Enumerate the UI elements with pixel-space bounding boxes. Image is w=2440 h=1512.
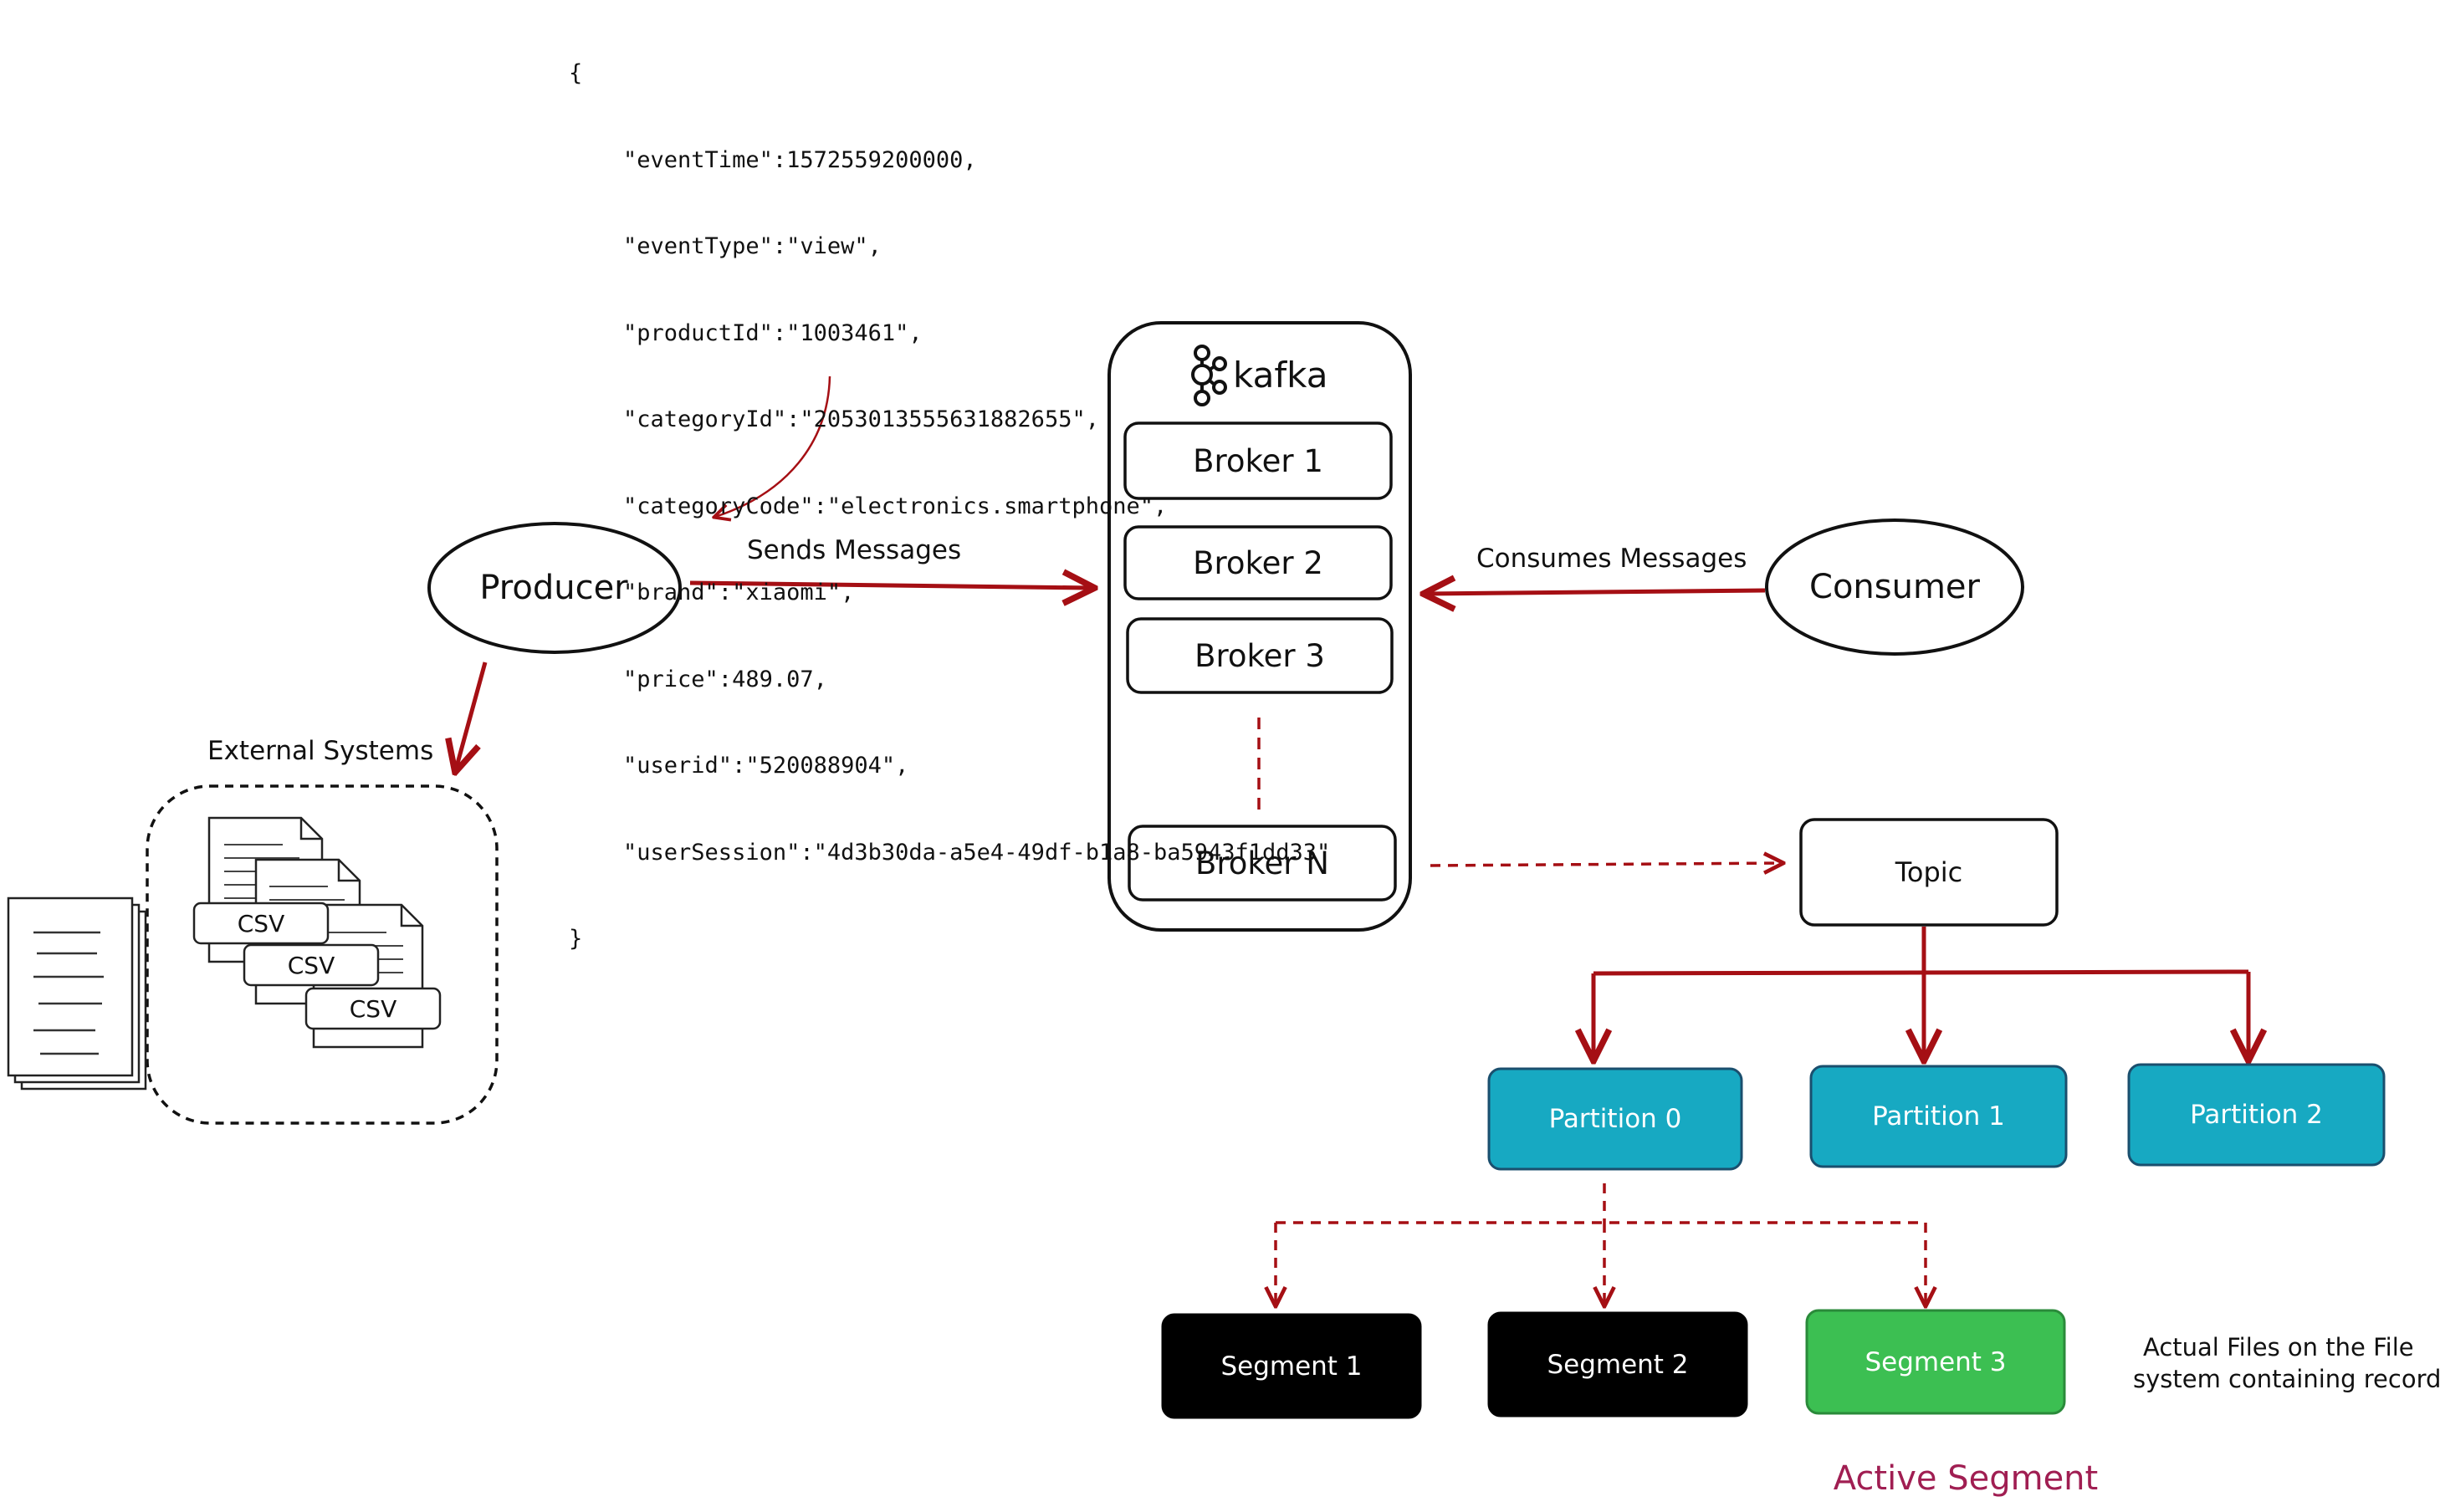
producer-node-shape: [427, 522, 682, 654]
json-line: "userid":"520088904",: [569, 753, 909, 779]
json-line: }: [569, 926, 583, 952]
json-line: "userSession":"4d3b30da-a5e4-49df-b1a8-b…: [569, 839, 1331, 866]
segment-2-box: [1487, 1311, 1748, 1418]
broker-2-box: [1123, 525, 1393, 600]
json-line: "productId":"1003461",: [569, 319, 923, 346]
topic-label: Topic: [1895, 856, 1963, 888]
consumes-messages-arrow: [1426, 590, 1766, 594]
segment-3-box: [1805, 1309, 2066, 1415]
broker-3-box: [1126, 617, 1394, 694]
topic-to-partitions-arrows: [1593, 927, 2248, 1058]
consumer-label: Consumer: [1809, 568, 1980, 606]
json-line: {: [569, 60, 583, 86]
broker-2-label: Broker 2: [1193, 544, 1323, 581]
broker-n-label: Broker N: [1195, 845, 1329, 881]
consumer-node-shape: [1765, 518, 2024, 656]
segment-3-label: Segment 3: [1865, 1346, 2007, 1377]
broker-1-label: Broker 1: [1193, 442, 1323, 479]
json-line: "categoryCode":"electronics.smartphone",: [569, 493, 1168, 519]
sends-messages-arrow: [689, 583, 1092, 588]
broker-to-topic-arrow: [1430, 863, 1782, 866]
broker-n-box: [1128, 825, 1397, 902]
topic-box: [1799, 818, 2059, 927]
partition-0-box: [1487, 1067, 1743, 1171]
partition-1-label: Partition 1: [1872, 1101, 2005, 1131]
json-to-producer-arrow: [715, 375, 831, 517]
json-line: "categoryId":"2053013555631882655",: [569, 406, 1099, 432]
partition-2-box: [2127, 1063, 2386, 1167]
csv-label: CSV: [237, 909, 285, 937]
partition-2-label: Partition 2: [2190, 1100, 2323, 1130]
partition-1-box: [1809, 1065, 2068, 1168]
json-line: "eventTime":1572559200000,: [569, 146, 977, 173]
csv-label: CSV: [287, 951, 335, 979]
document-stack-icon: [7, 896, 147, 1091]
external-systems-label: External Systems: [207, 736, 434, 766]
kafka-logo-icon: [1191, 345, 1227, 406]
consumes-messages-label: Consumes Messages: [1476, 544, 1747, 574]
csv-label: CSV: [349, 994, 397, 1023]
producer-to-external-arrow: [456, 662, 488, 769]
segment-1-box: [1161, 1313, 1422, 1419]
segment-files-note-line-1: Actual Files on the File: [2143, 1333, 2414, 1361]
json-line: "eventType":"view",: [569, 233, 882, 259]
segment-files-note-line-2: system containing records: [2133, 1365, 2440, 1393]
segment-2-label: Segment 2: [1547, 1349, 1689, 1380]
json-line: "brand":"xiaomi",: [569, 580, 855, 605]
partition-to-segments-arrows: [1276, 1183, 1926, 1305]
producer-label: Producer: [479, 569, 628, 607]
sends-messages-label: Sends Messages: [747, 535, 962, 565]
csv-file-icons: [192, 816, 442, 1049]
partition-0-label: Partition 0: [1548, 1104, 1682, 1134]
json-line: "price":489.07,: [569, 666, 827, 692]
broker-1-box: [1123, 421, 1393, 500]
active-segment-label: Active Segment: [1833, 1459, 2099, 1498]
segment-files-note: Actual Files on the File system containi…: [2133, 1331, 2440, 1395]
external-systems-container: [146, 784, 499, 1125]
message-json-sample: { "eventTime":1572559200000, "eventType"…: [569, 2, 1330, 983]
kafka-logo-text: kafka: [1233, 355, 1328, 396]
segment-1-label: Segment 1: [1220, 1351, 1363, 1382]
broker-3-label: Broker 3: [1194, 637, 1325, 674]
